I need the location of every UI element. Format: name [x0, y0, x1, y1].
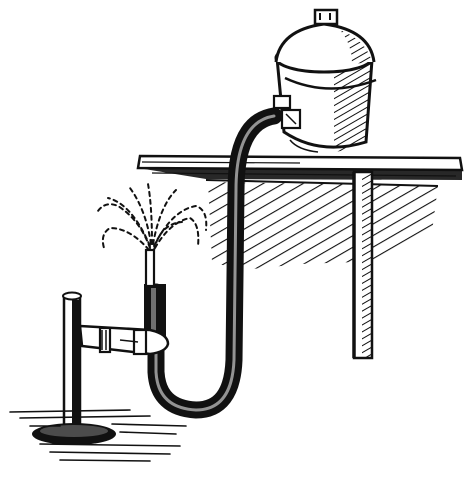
water-container	[276, 10, 376, 152]
water-spray	[96, 184, 206, 250]
stand-pipe	[63, 293, 81, 435]
t-joint-pipe	[80, 326, 168, 354]
shelf-support-post	[354, 172, 372, 358]
shelf	[138, 156, 462, 186]
